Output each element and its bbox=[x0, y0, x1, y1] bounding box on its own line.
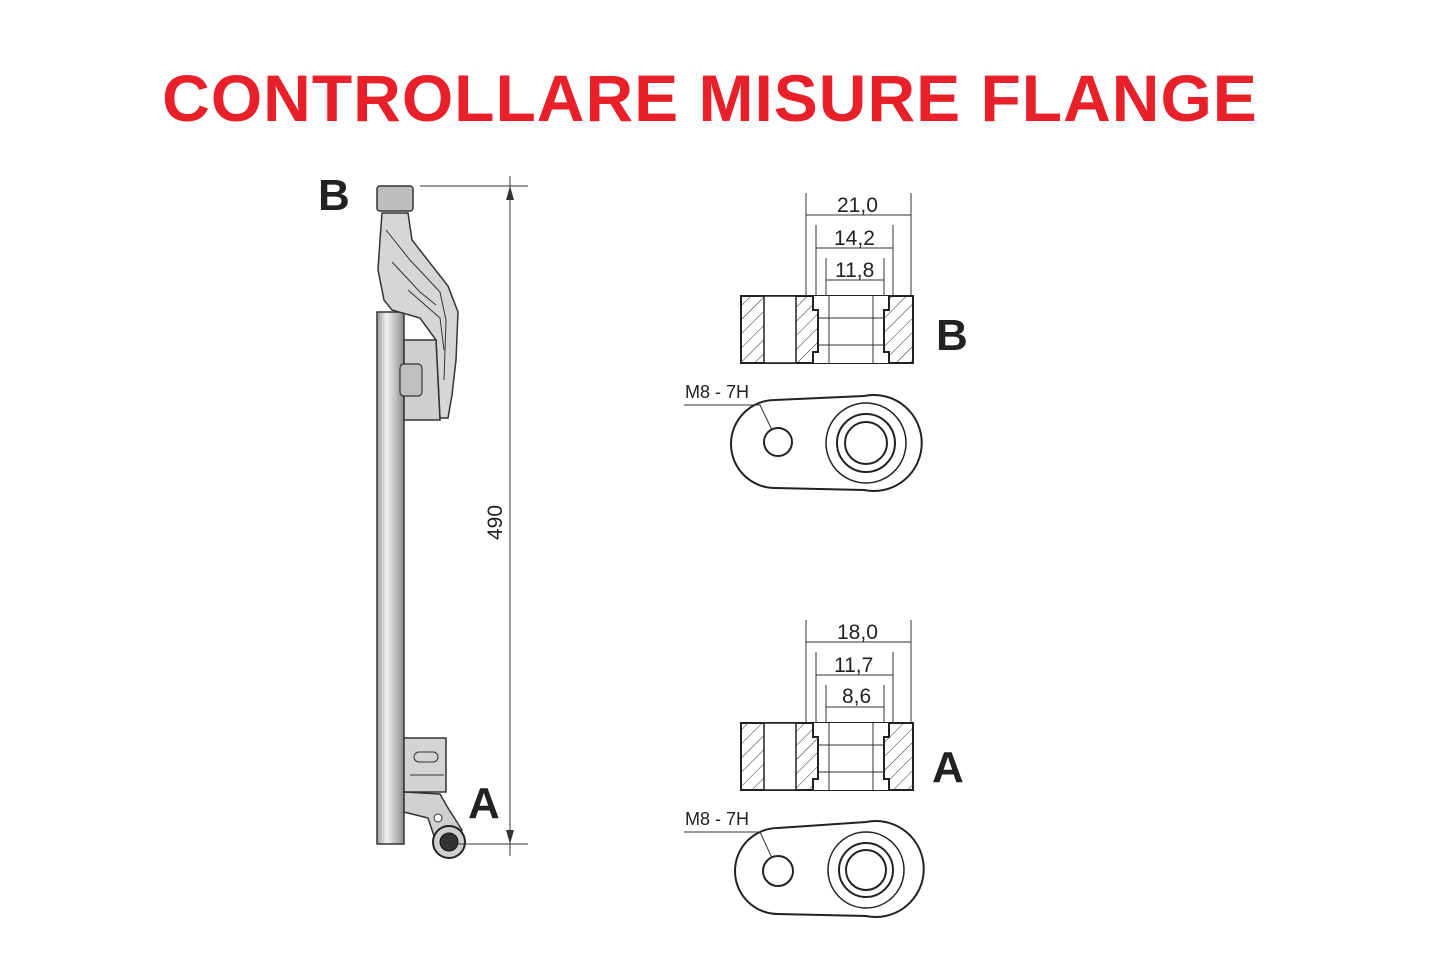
rod-label-a: A bbox=[468, 779, 500, 828]
rod-length-dimension: 490 bbox=[484, 505, 507, 540]
rod-tube bbox=[376, 311, 405, 845]
top-cap bbox=[376, 185, 414, 212]
flange-a-dim-inner: 8,6 bbox=[842, 685, 871, 708]
flange-a-thread: M8 - 7H bbox=[685, 809, 749, 829]
flange-b-dim-outer: 21,0 bbox=[837, 194, 878, 217]
flange-b-thread: M8 - 7H bbox=[685, 382, 749, 402]
rod-assembly: B A 490 bbox=[318, 171, 528, 859]
flange-b: B 21,0 14,2 11,8 M8 - 7H bbox=[684, 193, 968, 492]
flange-b-dim-middle: 14,2 bbox=[834, 227, 875, 250]
lower-clamp bbox=[403, 737, 447, 793]
flange-a-label: A bbox=[932, 743, 964, 792]
flange-b-label: B bbox=[936, 311, 968, 360]
flange-a: A 18,0 11,7 8,6 M8 - 7H bbox=[684, 620, 964, 918]
page-title: CONTROLLARE MISURE FLANGE bbox=[162, 61, 1258, 135]
flange-b-dim-inner: 11,8 bbox=[835, 259, 874, 282]
flange-a-dim-outer: 18,0 bbox=[837, 621, 878, 644]
rod-label-b: B bbox=[318, 171, 350, 220]
flange-a-dim-middle: 11,7 bbox=[834, 654, 873, 677]
